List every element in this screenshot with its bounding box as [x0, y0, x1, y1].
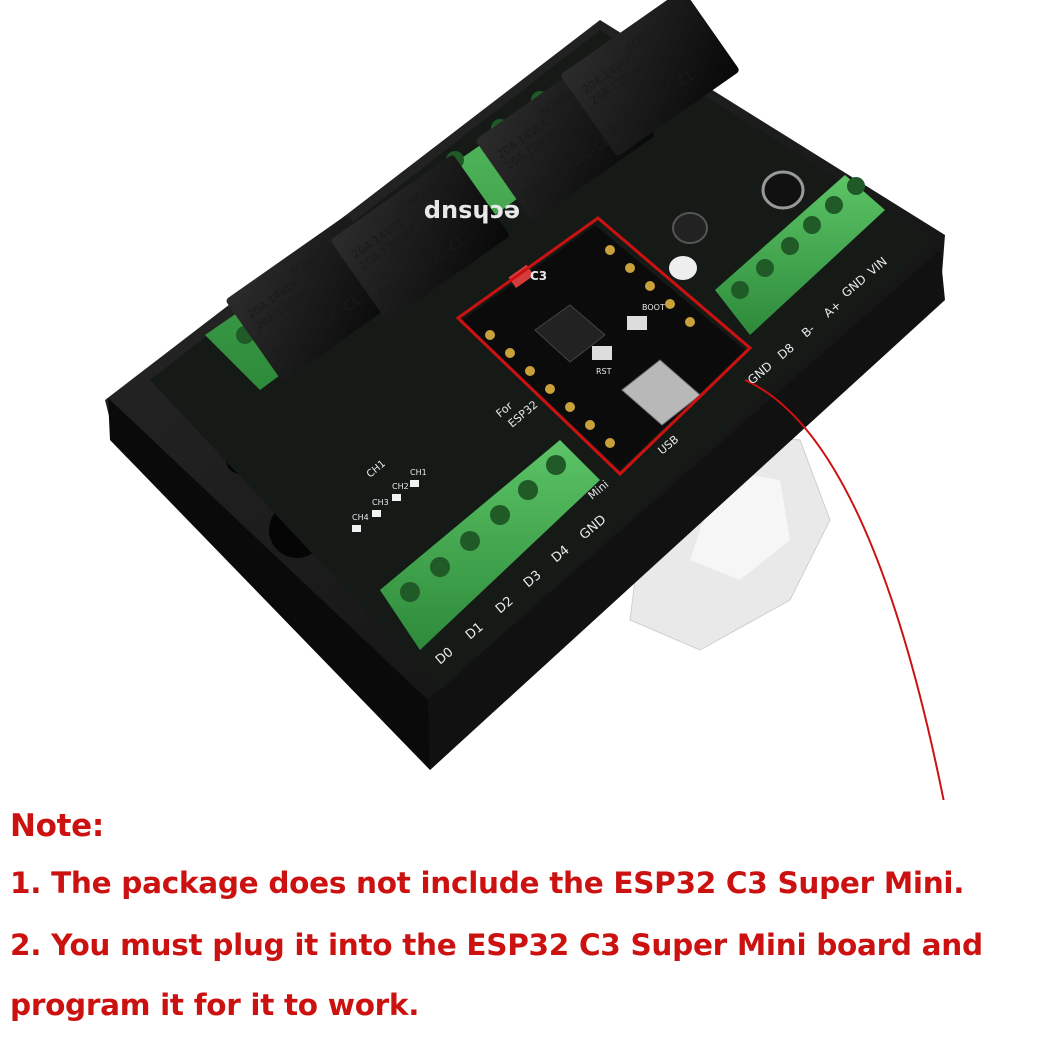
brand-silkscreen: echsup: [424, 199, 520, 227]
terminal-strip-right[interactable]: [715, 175, 885, 335]
svg-text:RST: RST: [596, 367, 612, 376]
module-label: C3: [530, 269, 547, 283]
svg-text:CH2: CH2: [392, 482, 409, 491]
esp32-c3-module: C3 RST BOOT: [462, 225, 745, 470]
capacitor: [669, 170, 805, 280]
highlight-frame: [455, 216, 753, 477]
rst-button[interactable]: [592, 346, 612, 360]
boot-button[interactable]: [627, 316, 647, 330]
pointer-line: [744, 379, 945, 800]
channel-leds: CH4 CH3 CH2 CH1: [352, 468, 427, 532]
note-line-2: 2. You must plug it into the ESP32 C3 Su…: [10, 928, 983, 962]
svg-text:CH1: CH1: [410, 468, 427, 477]
svg-text:BOOT: BOOT: [642, 303, 665, 312]
svg-text:CH3: CH3: [372, 498, 389, 507]
svg-text:CH4: CH4: [352, 513, 369, 522]
note-line-3: program it for it to work.: [10, 988, 420, 1022]
note-line-1: 1. The package does not include the ESP3…: [10, 866, 965, 900]
terminal-strip-bottom[interactable]: [380, 440, 600, 650]
note-title: Note:: [10, 808, 104, 844]
product-photo: 20A 14VDC 20A 125VAC SONGLE SRA-12VDC-CL…: [105, 0, 945, 800]
